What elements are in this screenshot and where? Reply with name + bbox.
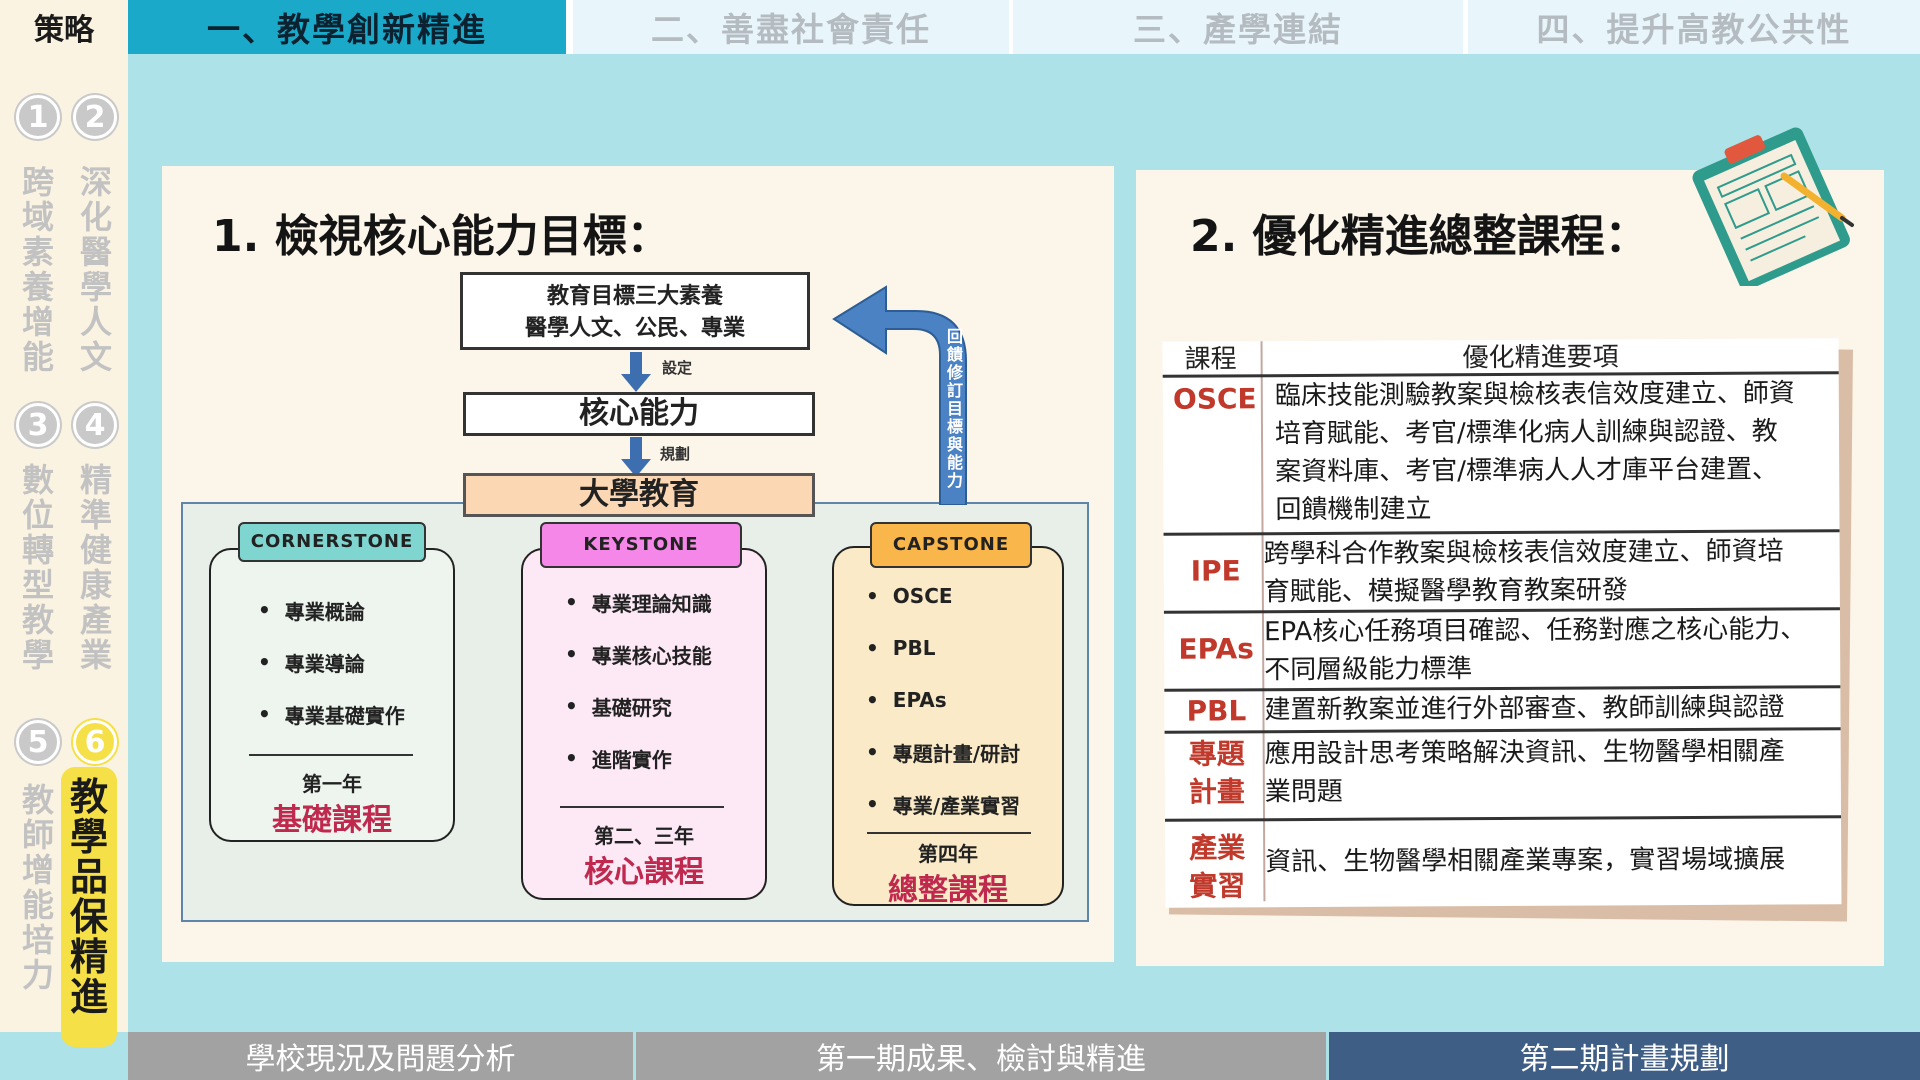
header-items: 優化精進要項 (1462, 342, 1619, 374)
sidebar-num-4[interactable]: 4 (73, 403, 117, 447)
down-arrow-icon (621, 437, 651, 477)
cornerstone-list: 專業概論 專業導論 專業基礎實作 (258, 584, 405, 740)
curved-arrow-icon (832, 285, 967, 505)
list-item: OSCE (866, 570, 1020, 622)
row-key: 專題計畫 (1188, 737, 1245, 809)
sidebar-item-1[interactable]: 跨域素養增能 (21, 163, 54, 376)
top-nav: 策略 一、教學創新精進 二、善盡社會責任 三、產學連結 四、提升高教公共性 (0, 0, 1920, 54)
education-goal-box: 教育目標三大素養 醫學人文、公民、專業 (460, 272, 810, 350)
table-row: EPAs EPA核心任務項目確認、任務對應之核心能力、 不同層級能力標準 (1163, 610, 1841, 692)
tab-phase1-results[interactable]: 第一期成果、檢討與精進 (636, 1032, 1326, 1080)
right-heading: 2. 優化精進總整課程： (1190, 211, 1649, 262)
row-line: EPA核心任務項目確認、任務對應之核心能力、 (1263, 614, 1807, 648)
row-key: IPE (1190, 554, 1241, 588)
row-line: 培育賦能、考官/標準化病人訓練與認證、教 (1274, 416, 1778, 450)
cornerstone-kind: 基礎課程 (272, 803, 392, 838)
list-item: PBL (866, 622, 1020, 674)
row-line: 不同層級能力標準 (1264, 654, 1473, 686)
clipboard-icon (1692, 127, 1850, 286)
row-line: 育賦能、模擬醫學教育教案研發 (1263, 575, 1628, 608)
table-row: 專題計畫 應用設計思考策略解決資訊、生物醫學相關產 業問題 (1164, 730, 1842, 822)
goal-line-1: 教育目標三大素養 (546, 284, 723, 309)
core-ability-box: 核心能力 (463, 392, 815, 436)
tab-social-responsibility[interactable]: 二、善盡社會責任 (573, 0, 1009, 54)
list-item: EPAs (866, 674, 1020, 726)
row-key: PBL (1186, 694, 1247, 728)
list-item: 專業導論 (258, 636, 405, 688)
list-item: 專業/產業實習 (866, 778, 1020, 830)
list-item: 專業基礎實作 (258, 688, 405, 740)
row-key: EPAs (1178, 632, 1254, 666)
sidebar-item-6-active[interactable]: 教學品保精進 (61, 767, 117, 1047)
sidebar-item-3[interactable]: 數位轉型教學 (21, 461, 54, 674)
row-line: 應用設計思考策略解決資訊、生物醫學相關產 (1264, 736, 1785, 770)
row-line: 資訊、生物醫學相關產業專案，實習場域擴展 (1265, 844, 1786, 878)
table-row: IPE 跨學科合作教案與檢核表信效度建立、師資培 育賦能、模擬醫學教育教案研發 (1163, 532, 1840, 614)
cornerstone-year: 第一年 (302, 772, 362, 796)
list-item: 專業核心技能 (565, 628, 712, 680)
tab-phase2-plan[interactable]: 第二期計畫規劃 (1329, 1032, 1920, 1080)
sidebar-num-6[interactable]: 6 (73, 720, 117, 764)
keystone-year: 第二、三年 (594, 824, 694, 848)
divider (560, 806, 724, 808)
keystone-list: 專業理論知識 專業核心技能 基礎研究 進階實作 (565, 576, 712, 784)
sidebar-item-6-label: 教學品保精進 (69, 775, 108, 1019)
row-key: OSCE (1172, 382, 1257, 416)
tab-teaching-innovation[interactable]: 一、教學創新精進 (128, 0, 566, 54)
sidebar-num-2[interactable]: 2 (73, 95, 117, 139)
plan-label: 規劃 (660, 445, 691, 463)
list-item: 進階實作 (565, 732, 712, 784)
row-line: 跨學科合作教案與檢核表信效度建立、師資培 (1263, 536, 1784, 570)
sidebar-num-5[interactable]: 5 (16, 720, 60, 764)
sidebar-num-1[interactable]: 1 (16, 95, 60, 139)
header-course: 課程 (1184, 344, 1237, 375)
sidebar-item-4[interactable]: 精準健康產業 (79, 461, 112, 674)
keystone-kind: 核心課程 (584, 855, 704, 890)
down-arrow-icon (621, 352, 651, 392)
pencil-icon (1780, 172, 1854, 227)
capstone-label: CAPSTONE (870, 522, 1032, 568)
row-line: 建置新教案並進行外部審查、教師訓練與認證 (1264, 692, 1785, 726)
capstone-kind: 總整課程 (888, 873, 1008, 908)
cornerstone-label: CORNERSTONE (238, 522, 426, 562)
list-item: 專業概論 (258, 584, 405, 636)
list-item: 專業理論知識 (565, 576, 712, 628)
table-row: OSCE 臨床技能測驗教案與檢核表信效度建立、師資 培育賦能、考官/標準化病人訓… (1162, 374, 1840, 536)
table-header: 課程 優化精進要項 (1162, 338, 1839, 378)
sidebar-item-2[interactable]: 深化醫學人文 (79, 163, 112, 376)
row-key: 產業實習 (1189, 831, 1246, 903)
row-line: 案資料庫、考官/標準病人人才庫平台建置、 (1275, 454, 1779, 488)
divider (249, 754, 413, 756)
row-line: 業問題 (1264, 776, 1343, 808)
tab-public-higher-ed[interactable]: 四、提升高教公共性 (1468, 0, 1920, 54)
row-line: 回饋機制建立 (1275, 494, 1432, 526)
goal-line-2: 醫學人文、公民、專業 (524, 316, 745, 341)
list-item: 基礎研究 (565, 680, 712, 732)
tab-industry-academia[interactable]: 三、產學連結 (1013, 0, 1463, 54)
keystone-label: KEYSTONE (540, 522, 742, 568)
divider (867, 832, 1031, 834)
optimization-table: 課程 優化精進要項 OSCE 臨床技能測驗教案與檢核表信效度建立、師資 培育賦能… (1162, 338, 1842, 908)
left-heading: 1. 檢視核心能力目標： (212, 211, 671, 262)
sidebar-num-3[interactable]: 3 (16, 403, 60, 447)
capstone-year: 第四年 (918, 842, 978, 866)
capstone-list: OSCE PBL EPAs 專題計畫/研討 專業/產業實習 (866, 570, 1020, 830)
table-row: 產業實習 資訊、生物醫學相關產業專案，實習場域擴展 (1165, 818, 1841, 908)
tab-school-status[interactable]: 學校現況及問題分析 (128, 1032, 633, 1080)
table-row: PBL 建置新教案並進行外部審查、教師訓練與認證 (1164, 688, 1841, 734)
list-item: 專題計畫/研討 (866, 726, 1020, 778)
sidebar-item-5[interactable]: 教師增能培力 (21, 781, 54, 994)
set-label: 設定 (662, 359, 693, 377)
university-education-box: 大學教育 (463, 473, 815, 517)
row-line: 臨床技能測驗教案與檢核表信效度建立、師資 (1274, 378, 1795, 412)
strategy-label: 策略 (0, 0, 128, 54)
feedback-label: 回饋修訂目標與能力 (946, 327, 963, 490)
